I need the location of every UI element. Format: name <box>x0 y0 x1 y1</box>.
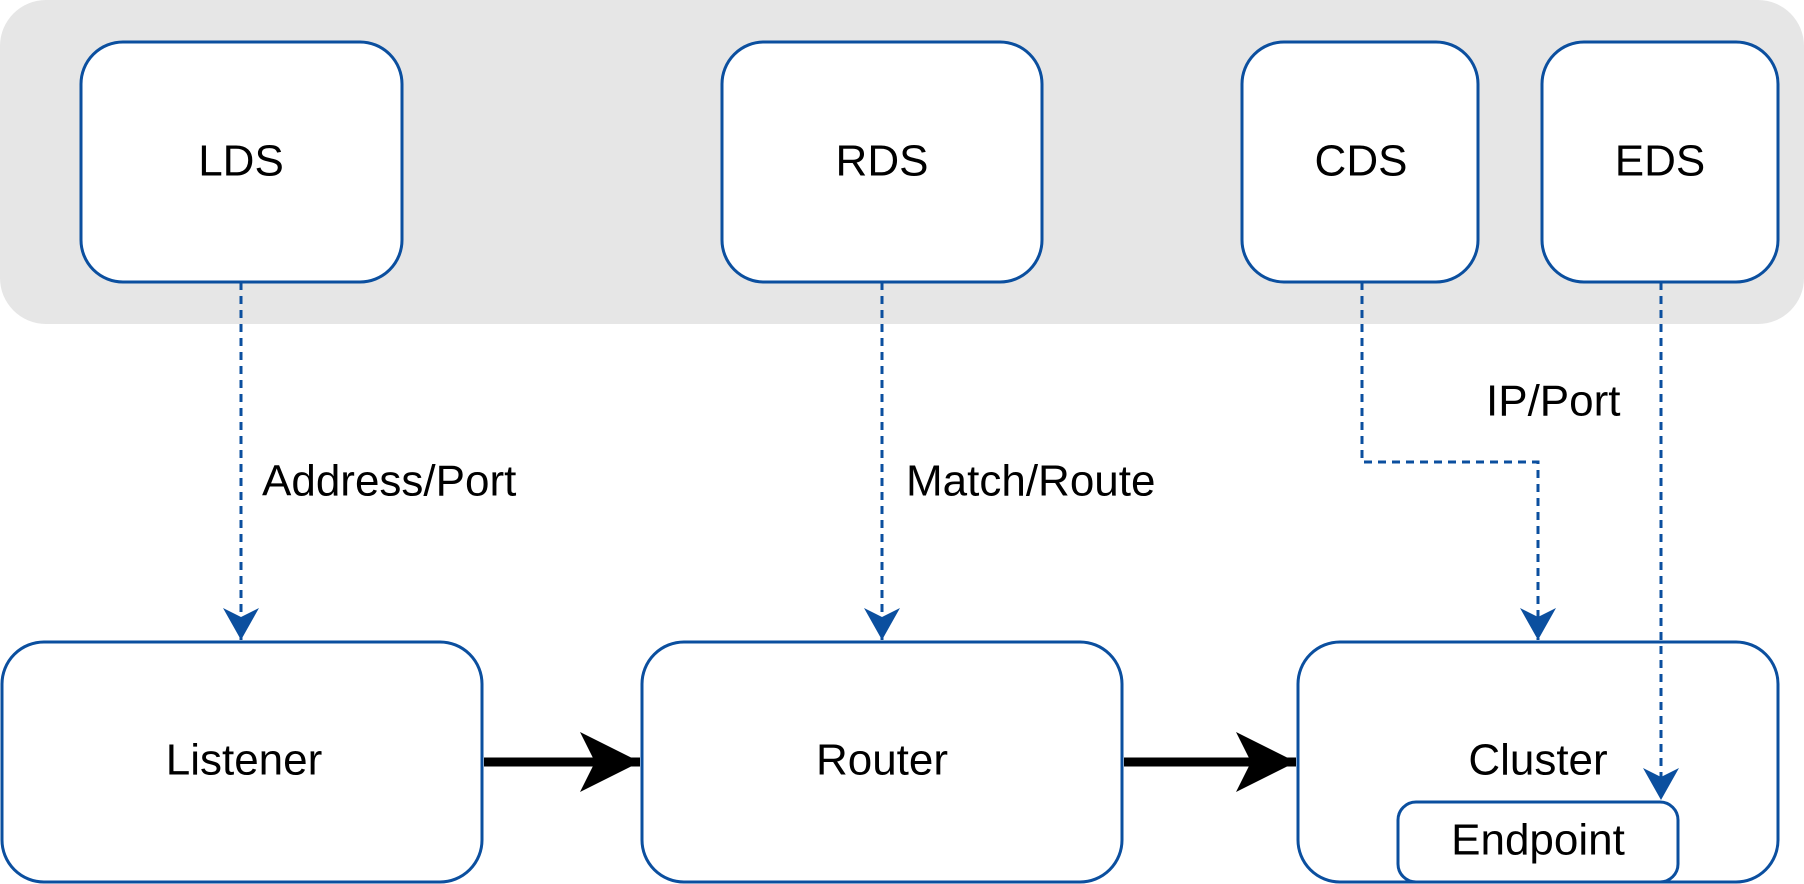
cds-to-cluster-arrow <box>1360 282 1556 640</box>
address-port-label: Address/Port <box>262 457 516 506</box>
cds-label: CDS <box>1315 137 1408 186</box>
listener-box <box>0 640 484 884</box>
listener-node[interactable]: Listener <box>0 640 484 884</box>
endpoint-node[interactable]: Endpoint <box>1396 800 1680 884</box>
endpoint-label: Endpoint <box>1451 816 1625 865</box>
router-label: Router <box>816 736 948 785</box>
router-box <box>640 640 1124 884</box>
rds-node[interactable]: RDS <box>720 40 1044 284</box>
eds-node[interactable]: EDS <box>1540 40 1780 284</box>
lds-node[interactable]: LDS <box>79 40 404 284</box>
listener-label: Listener <box>166 736 323 785</box>
rds-label: RDS <box>836 137 929 186</box>
router-node[interactable]: Router <box>640 640 1124 884</box>
match-route-label: Match/Route <box>906 457 1155 506</box>
endpoint-box <box>1396 800 1680 884</box>
cds-node[interactable]: CDS <box>1240 40 1480 284</box>
ip-port-label: IP/Port <box>1486 377 1621 426</box>
cds-box <box>1240 40 1480 284</box>
eds-label: EDS <box>1615 137 1705 186</box>
lds-label: LDS <box>198 137 284 186</box>
cluster-label: Cluster <box>1468 736 1607 785</box>
